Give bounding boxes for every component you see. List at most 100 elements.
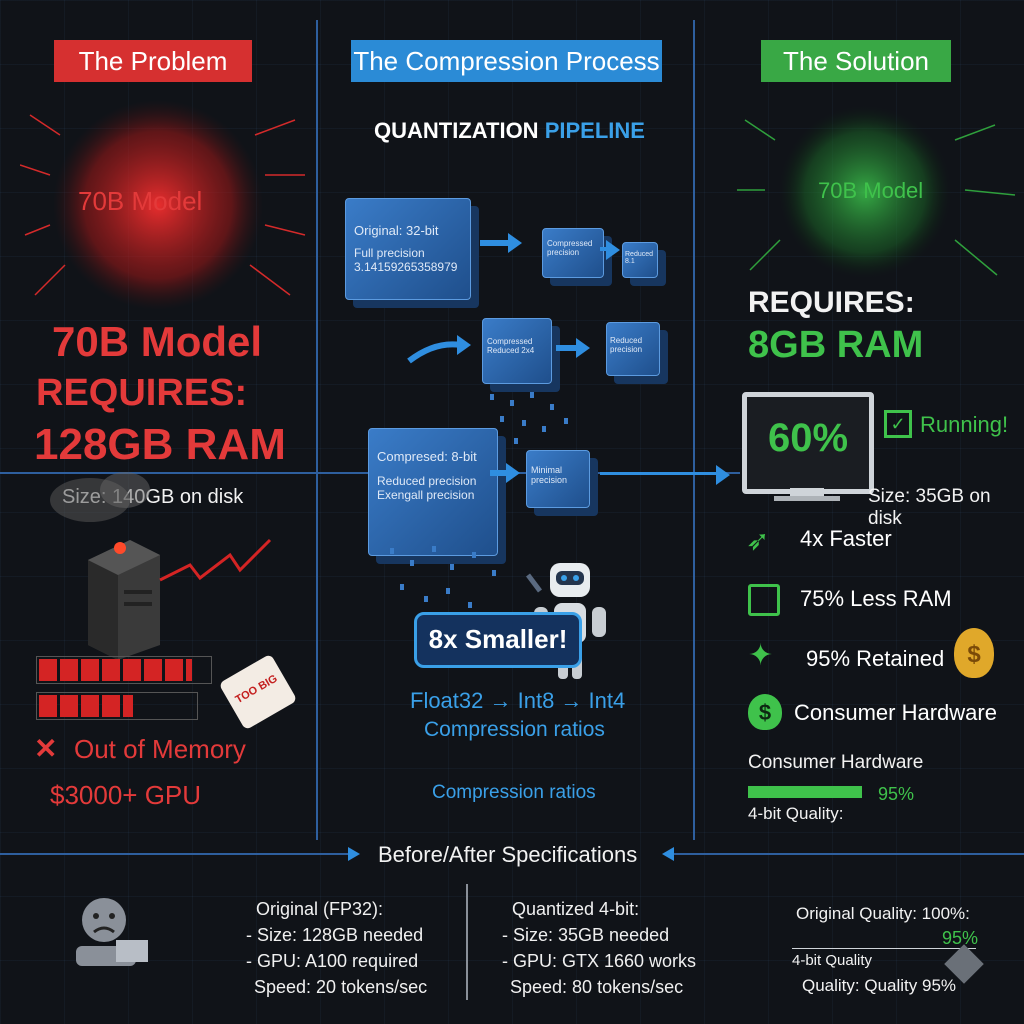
specs-arrow-right	[662, 847, 674, 861]
box-minimal: Minimal precision	[526, 450, 590, 508]
box-mid-1-line2: Reduced 2x4	[487, 346, 535, 355]
memory-bar-partial	[36, 692, 198, 720]
box-mid-1: Compressed Reduced 2x4	[482, 318, 552, 384]
neural-network-green-icon	[737, 106, 1016, 278]
specs-line-right	[674, 853, 1024, 855]
price-tag-icon: TOO BIG	[218, 653, 298, 731]
problem-ram: 128GB RAM	[34, 420, 286, 469]
solution-requires: REQUIRES:	[748, 286, 915, 319]
spec-original-size: - Size: 128GB needed	[246, 925, 424, 945]
hw-label: Consumer Hardware	[748, 752, 924, 773]
bit-particles-1	[490, 392, 568, 444]
solution-model-label: 70B Model	[818, 178, 924, 203]
header-solution: The Solution	[761, 40, 951, 82]
feature-consumer-hardware: Consumer Hardware	[794, 700, 997, 725]
quality-bar-fill	[748, 786, 862, 798]
arrow-4	[490, 463, 520, 483]
ratio-chain: Float32 → Int8 → Int4	[410, 688, 626, 713]
pipeline-title-a: QUANTIZATION	[374, 118, 539, 143]
box-original-line2: Full precision	[354, 246, 425, 260]
memory-chip-icon	[748, 584, 780, 616]
overheating-server-icon	[50, 472, 272, 660]
dollar-bag-icon: $	[748, 694, 782, 730]
spec-original-speed: Speed: 20 tokens/sec	[254, 977, 428, 997]
spec-quantized-gpu: - GPU: GTX 1660 works	[502, 951, 697, 971]
header-process: The Compression Process	[351, 40, 662, 82]
box-compressed-8bit-line3: Exengall precision	[377, 488, 475, 502]
spec-quantized-header: Quantized 4-bit:	[512, 899, 640, 919]
running-status: Running!	[920, 412, 1009, 437]
problem-cost: $3000+ GPU	[50, 780, 202, 810]
quality-value: 95%	[878, 784, 915, 804]
box-compressed-8bit-line2: Reduced precision	[377, 474, 477, 488]
problem-model-label: 70B Model	[78, 186, 203, 216]
feature-less-ram: 75% Less RAM	[800, 586, 952, 611]
box-original-line3: 3.14159265358979	[354, 260, 458, 274]
pipeline-title-b: PIPELINE	[544, 118, 645, 143]
problem-requires: REQUIRES:	[36, 372, 248, 414]
quality-4bit: 4-bit Quality	[792, 952, 873, 969]
specs-title: Before/After Specifications	[378, 842, 638, 867]
memory-bar-partial-fill	[39, 695, 133, 717]
memory-bar-full	[36, 656, 212, 684]
spec-original-header: Original (FP32):	[256, 899, 384, 919]
arrow-3	[556, 338, 590, 358]
money-bag-icon: $	[954, 628, 994, 678]
pipeline-title: QUANTIZATION PIPELINE	[374, 118, 645, 144]
box-compressed-8bit: Compresed: 8-bit Reduced precision Exeng…	[368, 428, 498, 556]
problem-title: 70B Model	[52, 318, 263, 365]
arrow-1	[480, 233, 522, 253]
monitor-base	[774, 496, 840, 501]
rocket-icon: ➶	[746, 525, 770, 556]
box-compressed-small-line2: precision	[547, 248, 580, 257]
box-minimal-line1: Minimal	[531, 465, 563, 475]
box-original-line1: Original: 32-bit	[354, 223, 439, 238]
box-original: Original: 32-bit Full precision 3.141592…	[345, 198, 471, 300]
quality-divider	[792, 948, 976, 949]
ratio-label-2: Compression ratios	[432, 782, 596, 803]
quality-final: Quality: Quality 95%	[802, 976, 957, 995]
box-compressed-8bit-line1: Compresed: 8-bit	[377, 449, 477, 464]
specs-divider	[466, 884, 468, 1000]
box-compressed-small: Compressed precision	[542, 228, 604, 278]
box-compressed-small-line1: Compressed	[547, 239, 593, 248]
quality-original: Original Quality: 100%:	[796, 904, 970, 923]
neural-network-red-icon	[20, 100, 306, 310]
monitor-stand	[790, 488, 824, 498]
monitor-icon: 60%	[742, 392, 874, 494]
divider-left	[316, 20, 318, 840]
monitor-value: 60%	[767, 416, 849, 460]
feature-faster: 4x Faster	[800, 526, 892, 551]
problem-error: Out of Memory	[74, 734, 246, 764]
smaller-callout: 8x Smaller!	[414, 612, 582, 668]
specs-arrow-left	[348, 847, 360, 861]
curved-arrow-icon	[407, 335, 471, 364]
smaller-callout-text: 8x Smaller!	[428, 624, 568, 654]
specs-line-left	[0, 853, 350, 855]
price-tag-text: TOO BIG	[233, 672, 280, 707]
sparkle-icon: ✦	[748, 639, 774, 672]
feature-retained: 95% Retained	[806, 646, 945, 671]
spec-quantized-speed: Speed: 80 tokens/sec	[510, 977, 684, 997]
box-mid-2-line1: Reduced	[610, 336, 643, 345]
box-mid-2-line2: precision	[610, 345, 643, 354]
quality-bar	[748, 786, 868, 798]
arrow-2	[600, 240, 620, 260]
bit-particles-2	[390, 546, 496, 608]
ratio-label: Compression ratios	[424, 718, 605, 741]
box-tiny-line1: Reduced	[625, 251, 654, 258]
solution-disk: Size: 35GB on disk	[868, 486, 991, 529]
box-mid-2: Reduced precision	[606, 322, 660, 376]
box-mid-1-line1: Compressed	[487, 337, 533, 346]
sad-user-laptop-icon	[76, 898, 148, 966]
solution-ram: 8GB RAM	[748, 324, 924, 366]
spec-quantized-size: - Size: 35GB needed	[502, 925, 670, 945]
spec-original-gpu: - GPU: A100 required	[246, 951, 419, 971]
quality-original-95: 95%	[942, 928, 979, 948]
header-problem: The Problem	[54, 40, 252, 82]
check-icon: ✓	[884, 410, 912, 438]
quality-label: 4-bit Quality:	[748, 804, 844, 823]
box-tiny: Reduced 8.1	[622, 242, 658, 278]
divider-right	[693, 20, 695, 840]
arrow-5	[600, 465, 730, 485]
